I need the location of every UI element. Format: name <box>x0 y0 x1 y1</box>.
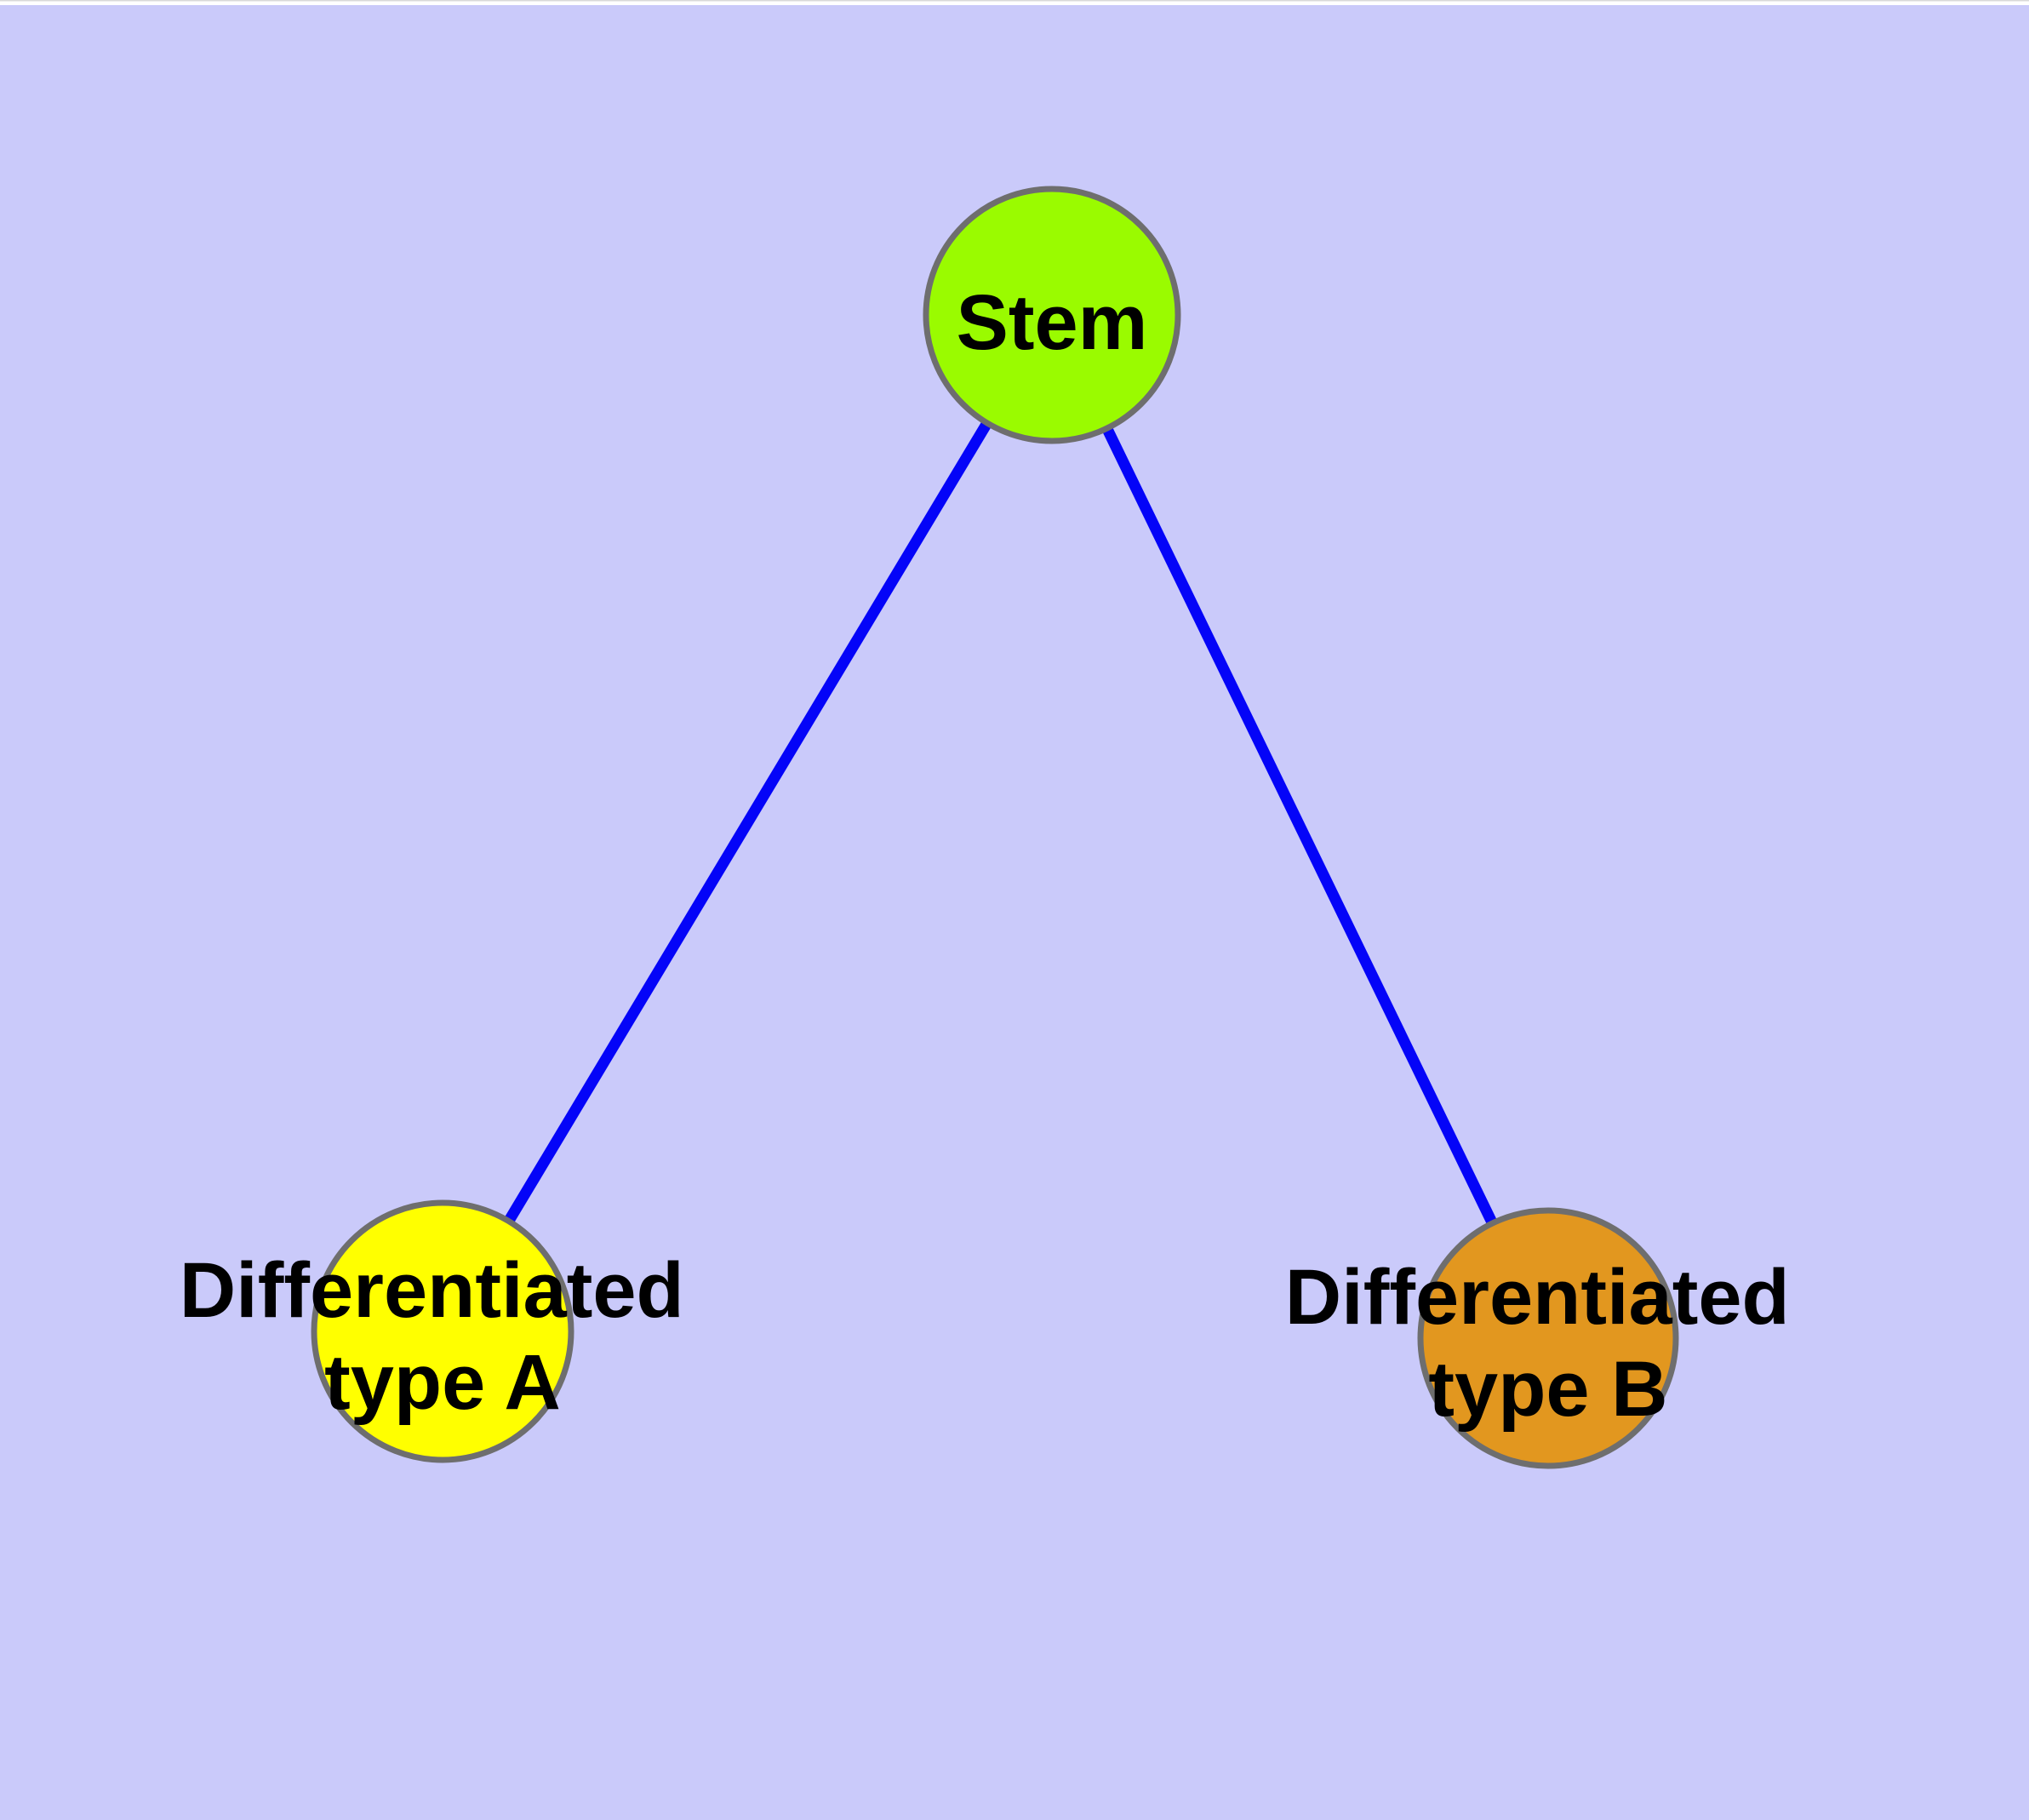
stem-node <box>923 186 1181 444</box>
differentiated-type-b-node-label: Differentiated type B <box>1285 1254 1812 1433</box>
top-margin-hairline <box>0 0 2029 2</box>
differentiated-type-b-node <box>1417 1207 1679 1469</box>
edge-stem-to-type-b <box>1047 312 1553 1341</box>
type-b-label-line-1: Differentiated <box>1285 1254 1790 1341</box>
type-b-label-line-2: type B <box>1428 1346 1667 1433</box>
differentiated-type-a-node-label: Differentiated type A <box>180 1247 706 1426</box>
stem-node-label: Stem <box>957 279 1148 366</box>
edge-stem-to-type-a <box>437 312 1057 1335</box>
top-margin-strip <box>0 0 2029 5</box>
type-a-label-line-2: type A <box>324 1339 561 1426</box>
differentiated-type-a-node <box>311 1199 574 1463</box>
type-a-label-line-1: Differentiated <box>180 1247 684 1334</box>
